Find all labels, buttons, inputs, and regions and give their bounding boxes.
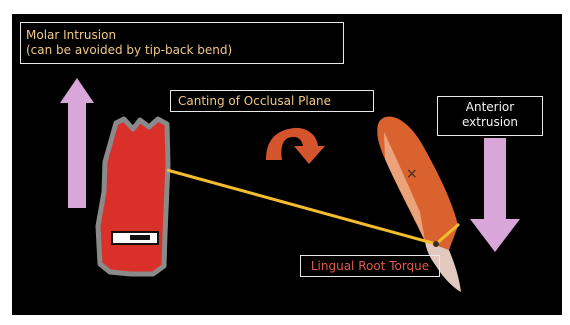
center-of-resistance-mark: × (406, 166, 418, 182)
down-arrow-icon (470, 138, 520, 252)
molar-intrusion-note: (can be avoided by tip-back bend) (26, 43, 343, 58)
molar-bracket-slot (130, 235, 150, 240)
canting-text: Canting of Occlusal Plane (178, 94, 373, 109)
up-arrow-icon (60, 78, 94, 208)
lingual-root-torque-label: Lingual Root Torque (300, 255, 440, 277)
anterior-extrusion-line1: Anterior (438, 100, 542, 115)
anterior-extrusion-line2: extrusion (438, 115, 542, 130)
canting-label: Canting of Occlusal Plane (170, 90, 374, 112)
molar-tooth (98, 119, 168, 274)
diagram-canvas: × Molar Intrusion (can be avoided by tip… (12, 14, 562, 315)
anterior-extrusion-label: Anterior extrusion (437, 96, 543, 136)
lingual-root-torque-text: Lingual Root Torque (301, 259, 439, 274)
molar-intrusion-label: Molar Intrusion (can be avoided by tip-b… (20, 22, 344, 64)
molar-intrusion-title: Molar Intrusion (26, 28, 343, 43)
incisor-bracket-point (433, 241, 439, 247)
curved-rotation-arrow-icon (266, 128, 325, 164)
